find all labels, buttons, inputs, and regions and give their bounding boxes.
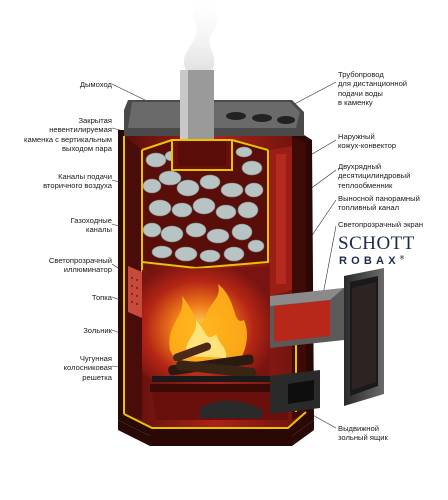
- label-panoramic-channel: Выносной панорамный топливный канал: [338, 194, 420, 213]
- label-chimney: Дымоход: [79, 80, 112, 89]
- label-ash-drawer: Выдвижной зольный ящик: [338, 424, 388, 443]
- stone-chamber: [142, 139, 268, 268]
- brand-robax-text: ROBAX: [339, 255, 400, 267]
- logs: [168, 342, 256, 378]
- label-gas-channels: Газоходные каналы: [70, 216, 112, 235]
- label-closed-stone-chamber: Закрытая невентилируемая каменка с верти…: [24, 116, 112, 154]
- label-cast-iron-grate: Чугунная колосниковая решетка: [63, 354, 112, 382]
- heat-exchanger: [270, 146, 292, 296]
- label-glass-screen: Светопрозрачный экран: [338, 220, 424, 229]
- chimney-pipe: [180, 0, 217, 140]
- label-heat-exchanger: Двухрядный десятицилиндровый теплообменн…: [338, 162, 411, 190]
- stove-base: [118, 420, 314, 446]
- brand-schott-logo: SCHOTT: [338, 233, 415, 254]
- cast-iron-grate: [150, 376, 272, 392]
- side-illuminator: [128, 266, 142, 318]
- label-secondary-air-channels: Каналы подачи вторичного воздуха: [43, 172, 112, 191]
- firebox: [142, 266, 270, 380]
- brand-registered-mark: ®: [399, 255, 405, 262]
- label-translucent-illuminator: Светопрозрачный иллюминатор: [48, 256, 112, 275]
- label-ash-pit: Зольник: [83, 326, 112, 335]
- ash-drawer: [270, 370, 320, 414]
- label-water-pipe: Трубопровод для дистанционной подачи вод…: [338, 70, 408, 108]
- fuel-channel: [270, 288, 344, 348]
- label-outer-casing: Наружный кожух-конвектор: [338, 132, 397, 151]
- ash-pit: [152, 392, 288, 420]
- label-firebox: Топка: [91, 293, 112, 302]
- brand-robax-logo: ROBAX®: [339, 255, 404, 267]
- glass-door: [344, 268, 384, 406]
